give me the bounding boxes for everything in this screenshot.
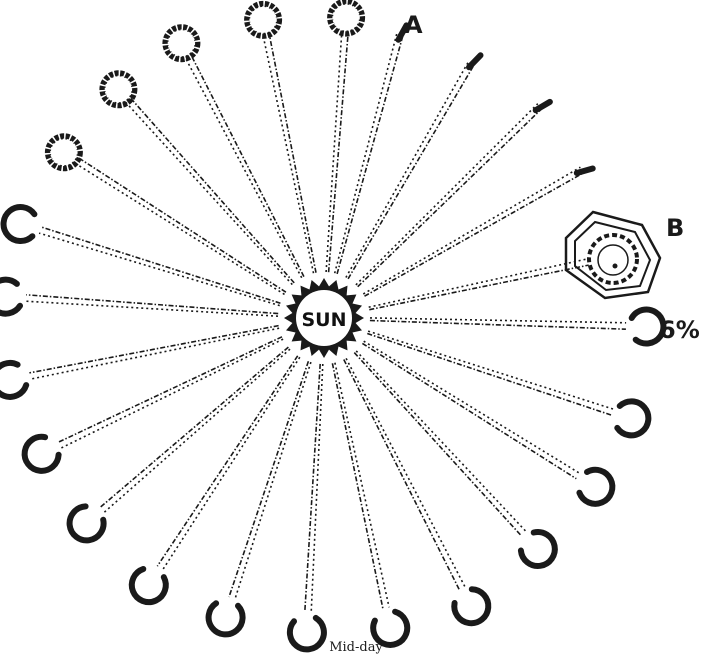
sun-ray	[326, 32, 348, 272]
ring-glyph-inner	[168, 30, 194, 56]
label-b: B	[666, 214, 684, 242]
ring-glyph	[102, 73, 134, 105]
sun-ray	[263, 33, 316, 273]
sun-ray	[369, 259, 589, 310]
ring-glyph-inner	[105, 76, 131, 102]
hook-glyph	[25, 437, 59, 471]
sun: SUN	[284, 278, 364, 358]
label-a: A	[404, 11, 423, 39]
sun-ray	[356, 104, 542, 287]
hook-glyph	[454, 589, 488, 623]
percent-label: 6%	[659, 316, 700, 344]
hook-glyph	[4, 207, 35, 241]
hook-glyph	[617, 401, 648, 435]
sun-ray	[185, 55, 304, 278]
tick-glyph	[577, 169, 593, 174]
caption: Mid-day	[329, 640, 383, 655]
sun-label: SUN	[301, 309, 346, 331]
sun-ray	[332, 363, 389, 609]
sun-ray	[29, 326, 279, 380]
sun-ray	[74, 157, 286, 294]
hook-glyph	[0, 363, 26, 397]
hook-glyph	[579, 470, 612, 504]
sun-ray	[305, 364, 323, 612]
hook-glyph	[290, 618, 324, 649]
sun-ray	[344, 358, 465, 589]
ring-glyph	[165, 27, 197, 59]
hook-glyph	[132, 569, 166, 602]
ring-glyph-inner	[333, 5, 359, 31]
hook-glyph	[209, 603, 243, 634]
sun-ray	[100, 347, 290, 512]
hook-glyph	[70, 506, 104, 540]
sun-ray	[370, 318, 626, 329]
sun-ray	[59, 337, 284, 448]
tick-glyph	[469, 55, 481, 67]
hook-glyph	[521, 532, 555, 566]
hexagon-body-b	[566, 212, 660, 298]
ring-glyph-inner	[51, 139, 77, 165]
ring-glyph	[247, 4, 279, 36]
sun-ray	[126, 98, 295, 285]
ring-glyph-inner	[250, 7, 276, 33]
sun-ray	[363, 167, 583, 296]
sun-ray	[26, 295, 278, 316]
ring-glyph	[330, 2, 362, 34]
hook-glyph	[0, 280, 20, 314]
tick-glyph	[536, 102, 550, 110]
sun-ray	[39, 227, 280, 306]
ring-glyph	[48, 136, 80, 168]
sun-ray	[362, 341, 579, 479]
